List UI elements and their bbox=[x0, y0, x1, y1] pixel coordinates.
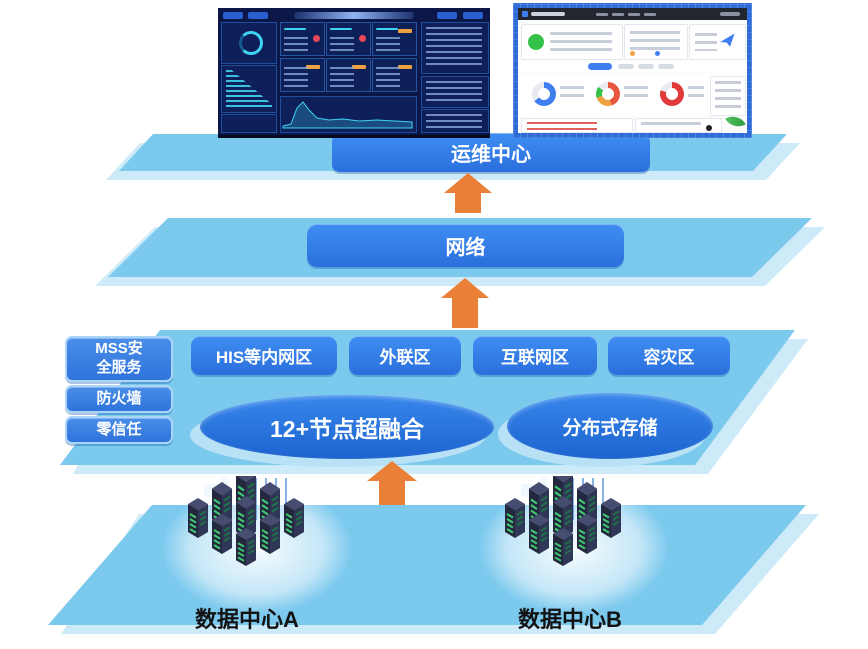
datacenter-b-label: 数据中心B bbox=[518, 607, 622, 632]
zone-node-external: 外联区 bbox=[349, 336, 461, 375]
datacenter-a-label: 数据中心A bbox=[195, 607, 299, 632]
logo-icon bbox=[522, 11, 528, 17]
donut-row bbox=[518, 74, 747, 116]
tab-bar bbox=[518, 61, 747, 72]
alert-badge bbox=[313, 35, 320, 42]
mss-label-line1: MSS安 bbox=[95, 340, 143, 358]
ops-center-node: 运维中心 bbox=[332, 133, 650, 172]
firewall-label: 防火墙 bbox=[96, 389, 142, 407]
gauge-ring bbox=[239, 31, 263, 55]
zone-label: HIS等内网区 bbox=[215, 348, 313, 367]
dashboard-header-button bbox=[463, 12, 483, 19]
zone-node-disaster-recovery: 容灾区 bbox=[608, 336, 730, 375]
mss-label-line2: 全服务 bbox=[96, 359, 142, 376]
donut-chart-orange bbox=[596, 82, 620, 106]
stat-number bbox=[306, 65, 320, 69]
donut-chart-red bbox=[660, 82, 684, 106]
security-box-mss: MSS安 全服务 bbox=[65, 336, 173, 382]
stat-card bbox=[326, 22, 371, 56]
dashboard-header-button bbox=[248, 12, 268, 19]
zone-node-internet: 互联网区 bbox=[473, 336, 597, 375]
security-box-firewall: 防火墙 bbox=[65, 385, 173, 413]
trend-panel bbox=[635, 118, 722, 133]
glow bbox=[479, 482, 669, 614]
security-box-zero-trust: 零信任 bbox=[65, 416, 173, 444]
status-card bbox=[521, 24, 623, 60]
noc-dashboard-screenshot bbox=[218, 8, 490, 138]
list-panel bbox=[421, 109, 489, 133]
storage-label: 分布式存储 bbox=[562, 417, 658, 439]
donut-chart-blue bbox=[532, 82, 556, 106]
bar-chart-panel bbox=[221, 65, 277, 113]
list-panel bbox=[421, 76, 489, 108]
stat-card bbox=[280, 58, 325, 92]
hyperconverged-node: 12+节点超融合 bbox=[200, 395, 494, 459]
alert-badge bbox=[359, 35, 366, 42]
server-cluster-a-illustration bbox=[162, 476, 352, 614]
alert-list-panel bbox=[521, 118, 633, 133]
notice-card bbox=[689, 24, 746, 60]
stat-number bbox=[352, 65, 366, 69]
zone-node-his-intranet: HIS等内网区 bbox=[191, 336, 337, 375]
stat-card bbox=[326, 58, 371, 92]
zone-label: 互联网区 bbox=[501, 348, 569, 367]
gauge-panel bbox=[221, 22, 277, 64]
web-dashboard-screenshot bbox=[513, 3, 752, 138]
dashboard-header-button bbox=[223, 12, 243, 19]
health-status-icon bbox=[528, 34, 544, 50]
summary-card bbox=[624, 24, 688, 60]
stat-card bbox=[372, 58, 417, 92]
dashboard-navbar bbox=[518, 8, 747, 20]
web-dashboard-content bbox=[518, 8, 747, 133]
network-label: 网络 bbox=[445, 237, 486, 259]
list-panel bbox=[421, 22, 489, 74]
zone-label: 容灾区 bbox=[643, 348, 695, 367]
area-chart-panel bbox=[280, 96, 417, 133]
bar-chart bbox=[226, 70, 272, 108]
zero-trust-label: 零信任 bbox=[96, 420, 142, 438]
area-chart bbox=[282, 101, 413, 129]
dashboard-title-bar bbox=[294, 12, 414, 19]
stat-card bbox=[280, 22, 325, 56]
zone-label: 外联区 bbox=[379, 348, 431, 367]
stat-panel bbox=[221, 114, 277, 133]
active-tab-pill bbox=[588, 63, 612, 70]
ops-center-label: 运维中心 bbox=[451, 144, 531, 166]
dashboard-header-button bbox=[437, 12, 457, 19]
hyperconverged-label: 12+节点超融合 bbox=[269, 416, 424, 442]
stat-number bbox=[398, 65, 412, 69]
glow bbox=[162, 482, 352, 614]
stat-number bbox=[398, 29, 412, 33]
legend-panel bbox=[710, 76, 746, 116]
paper-plane-icon bbox=[719, 33, 737, 48]
distributed-storage-node: 分布式存储 bbox=[507, 393, 713, 459]
network-node: 网络 bbox=[307, 224, 624, 267]
server-cluster-b-illustration bbox=[479, 476, 669, 614]
stat-card bbox=[372, 22, 417, 56]
